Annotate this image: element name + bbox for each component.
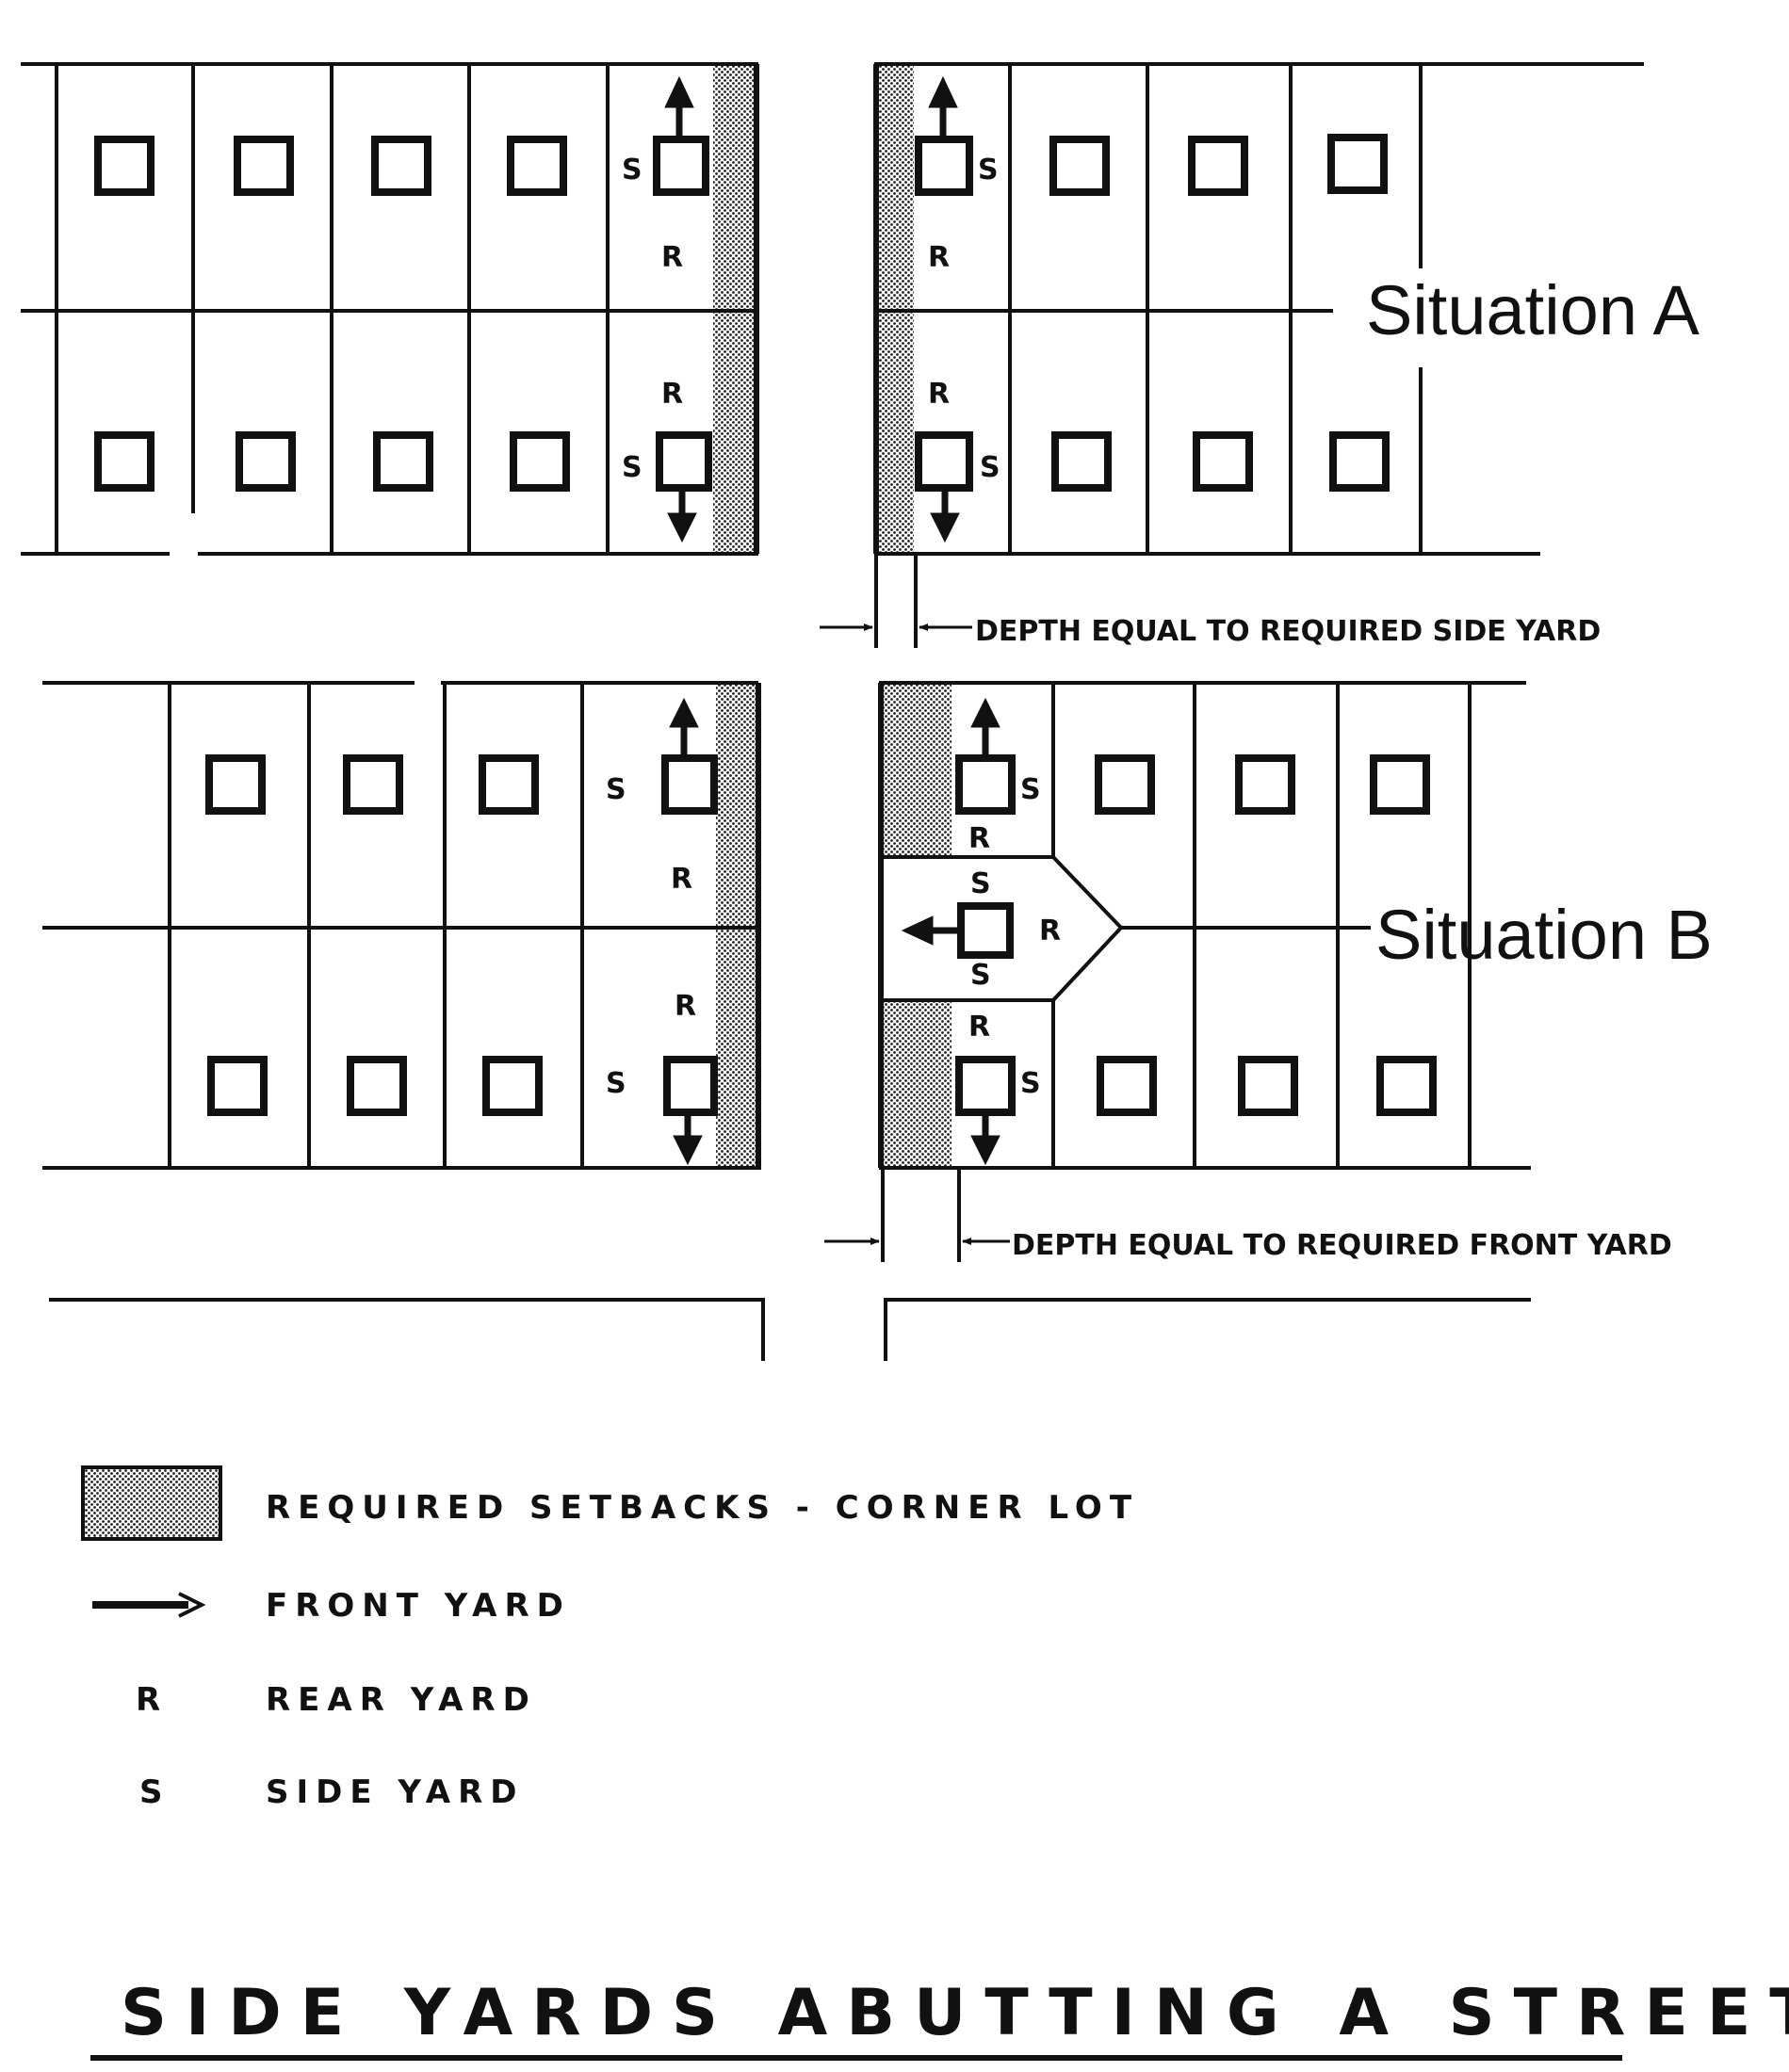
- house: [656, 431, 712, 492]
- yard-letters: S R R S S R R S S R R S S R S R S R S: [606, 154, 1061, 1100]
- house: [661, 754, 718, 815]
- house: [482, 1056, 543, 1116]
- side-yard-mark: S: [970, 959, 991, 992]
- setback-shading: [881, 683, 951, 857]
- house: [371, 136, 431, 196]
- side-yard-mark: S: [978, 154, 999, 186]
- rear-yard-mark: R: [928, 378, 950, 411]
- house: [653, 136, 709, 196]
- setback-swatch: [81, 1465, 222, 1541]
- side-yard-mark: S: [1020, 773, 1041, 806]
- house: [955, 1056, 1016, 1116]
- side-yard-mark: S: [606, 1067, 626, 1100]
- legend-key-rear: R: [136, 1681, 168, 1719]
- side-yard-mark: S: [980, 451, 1000, 484]
- house: [373, 431, 433, 492]
- rear-yard-mark: R: [661, 241, 683, 274]
- house: [207, 1056, 268, 1116]
- house: [1235, 754, 1295, 815]
- house: [915, 431, 973, 492]
- rear-yard-mark: R: [1039, 915, 1061, 947]
- house: [507, 136, 567, 196]
- house: [236, 431, 296, 492]
- rear-yard-mark: R: [671, 863, 692, 896]
- side-yard-mark: S: [1020, 1067, 1041, 1100]
- situation-a-label: Situation A: [1366, 271, 1700, 349]
- house: [347, 1056, 407, 1116]
- house: [955, 754, 1016, 815]
- house: [957, 902, 1014, 959]
- house: [1376, 1056, 1437, 1116]
- legend: REQUIRED SETBACKS - CORNER LOT FRONT YAR…: [81, 1465, 1139, 1811]
- house: [1095, 754, 1155, 815]
- house: [1370, 754, 1430, 815]
- front-yard-arrows: [664, 75, 1000, 1166]
- front-yard-dimension: DEPTH EQUAL TO REQUIRED FRONT YARD: [824, 1168, 1672, 1262]
- house: [1193, 431, 1253, 492]
- legend-key-side: S: [139, 1773, 171, 1811]
- house: [1327, 134, 1388, 194]
- rear-yard-mark: R: [661, 378, 683, 411]
- house: [510, 431, 570, 492]
- street-corners: [49, 1298, 1531, 1361]
- situation-b-left-block: [42, 681, 761, 1170]
- legend-label-setbacks: REQUIRED SETBACKS - CORNER LOT: [266, 1489, 1139, 1527]
- side-yard-mark: S: [622, 154, 642, 186]
- house: [1329, 431, 1390, 492]
- legend-label-front-yard: FRONT YARD: [266, 1587, 571, 1625]
- side-yard-mark: S: [970, 867, 991, 900]
- house: [1238, 1056, 1298, 1116]
- side-yard-dimension-note: DEPTH EQUAL TO REQUIRED SIDE YARD: [975, 615, 1601, 648]
- situation-a-left-block: [21, 62, 759, 556]
- side-yard-mark: S: [622, 451, 642, 484]
- setback-shading: [716, 683, 758, 1168]
- setback-shading: [881, 1000, 951, 1168]
- rear-yard-mark: R: [968, 1011, 990, 1044]
- house: [94, 136, 155, 196]
- page-title: SIDE YARDS ABUTTING A STREET: [121, 1976, 1789, 2050]
- front-yard-arrow-icon: [92, 1592, 206, 1618]
- house: [663, 1056, 718, 1116]
- rear-yard-mark: R: [675, 990, 696, 1023]
- side-yard-mark: S: [606, 773, 626, 806]
- legend-label-rear-yard: REAR YARD: [266, 1681, 537, 1719]
- rear-yard-mark: R: [928, 241, 950, 274]
- situation-b-label: Situation B: [1375, 896, 1713, 974]
- house: [479, 754, 539, 815]
- rear-yard-mark: R: [968, 822, 990, 855]
- situation-b-right-block: [878, 681, 1531, 1170]
- house: [1188, 136, 1248, 196]
- legend-label-side-yard: SIDE YARD: [266, 1773, 525, 1811]
- house: [343, 754, 403, 815]
- house: [915, 136, 973, 196]
- front-yard-dimension-note: DEPTH EQUAL TO REQUIRED FRONT YARD: [1012, 1229, 1672, 1262]
- house: [234, 136, 294, 196]
- house: [1049, 136, 1110, 196]
- house: [1097, 1056, 1157, 1116]
- house: [1051, 431, 1112, 492]
- side-yard-dimension: DEPTH EQUAL TO REQUIRED SIDE YARD: [820, 554, 1601, 648]
- house: [205, 754, 266, 815]
- house: [94, 431, 155, 492]
- situation-a-right-block: [873, 62, 1644, 556]
